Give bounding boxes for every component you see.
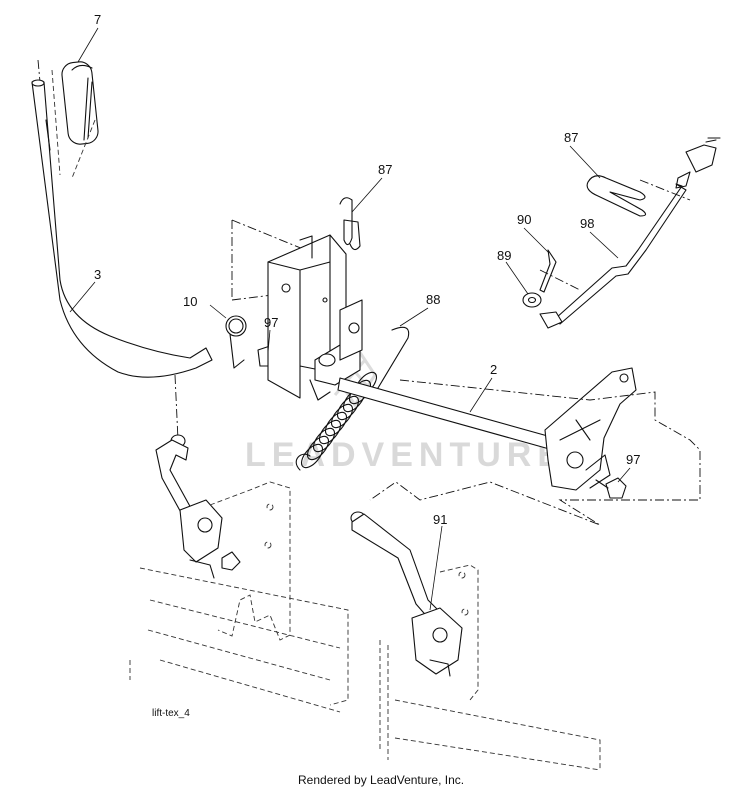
callout-3: 3: [94, 267, 101, 282]
callout-2: 2: [490, 362, 497, 377]
render-credit: Rendered by LeadVenture, Inc.: [298, 773, 464, 787]
bolt-right: [595, 477, 627, 499]
callout-97-left: 97: [264, 315, 278, 330]
callouts: 7 3 10 97 87 88 2 87 90 89 98 97 91: [94, 12, 640, 527]
callout-87-center: 87: [378, 162, 392, 177]
hairpin-clip-center: [339, 197, 361, 251]
hairpin-clip-right: [586, 175, 647, 217]
callout-87-right: 87: [564, 130, 578, 145]
reference-tag: lift-tex_4: [152, 708, 190, 719]
ref-line-shaft: [369, 379, 701, 526]
callout-91: 91: [433, 512, 447, 527]
torsion-spring: [225, 315, 247, 369]
lift-shaft: [337, 367, 637, 491]
lift-lever: [31, 59, 213, 378]
ref-line-lever: [174, 374, 179, 441]
washer: [522, 292, 542, 308]
left-lift-link: [155, 434, 241, 579]
cotter-pin: [539, 249, 557, 293]
handle-grip: [51, 61, 99, 179]
callout-7: 7: [94, 12, 101, 27]
right-frame-ghost: [379, 564, 601, 771]
callout-88: 88: [426, 292, 440, 307]
callout-89: 89: [497, 248, 511, 263]
callout-90: 90: [517, 212, 531, 227]
extension-spring: [295, 326, 410, 471]
callout-97-right: 97: [626, 452, 640, 467]
watermark-text: LEADVENTURE: [245, 436, 566, 474]
callout-98: 98: [580, 216, 594, 231]
adjustment-rod: [539, 137, 721, 329]
leader-lines: [69, 27, 631, 611]
callout-10: 10: [183, 294, 197, 309]
right-lift-link: [350, 511, 463, 677]
left-frame-ghost: [129, 481, 349, 713]
mounting-bracket: [267, 234, 363, 401]
